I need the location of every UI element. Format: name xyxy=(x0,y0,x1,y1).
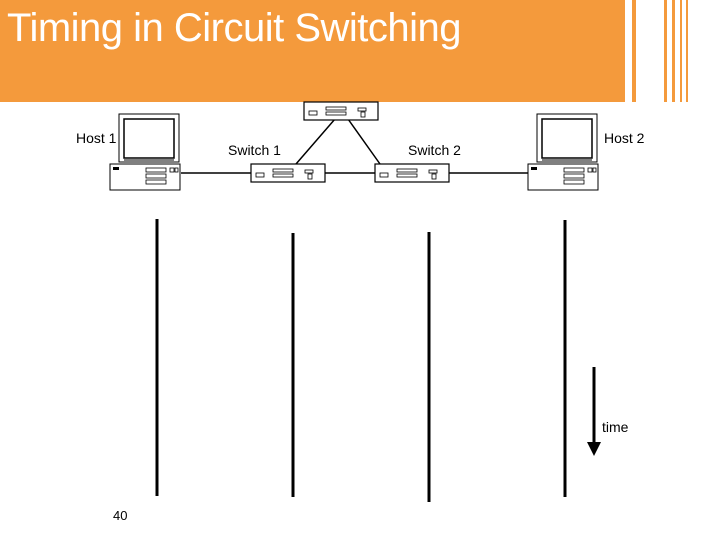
decor-stripe-3 xyxy=(672,0,675,102)
switch-icon xyxy=(374,163,450,183)
computer-icon xyxy=(527,113,599,191)
link-switch1-switchtop xyxy=(295,118,336,165)
decor-stripe-1 xyxy=(632,0,636,102)
switch-icon xyxy=(303,101,379,121)
time-label: time xyxy=(602,419,629,435)
title-bar xyxy=(0,0,625,102)
slide-title: Timing in Circuit Switching xyxy=(7,6,462,50)
switch-icon xyxy=(250,163,326,183)
time-arrow-icon xyxy=(587,367,601,456)
switch1-label: Switch 1 xyxy=(228,142,281,158)
page-number: 40 xyxy=(113,508,128,523)
decor-stripe-4 xyxy=(680,0,682,102)
decor-stripe-5 xyxy=(686,0,688,102)
computer-icon xyxy=(109,113,181,191)
decor-stripe-2 xyxy=(664,0,667,102)
link-switchtop-switch2 xyxy=(347,118,381,165)
host2-label: Host 2 xyxy=(604,130,645,146)
switch2-label: Switch 2 xyxy=(408,142,461,158)
host1-label: Host 1 xyxy=(76,130,117,146)
